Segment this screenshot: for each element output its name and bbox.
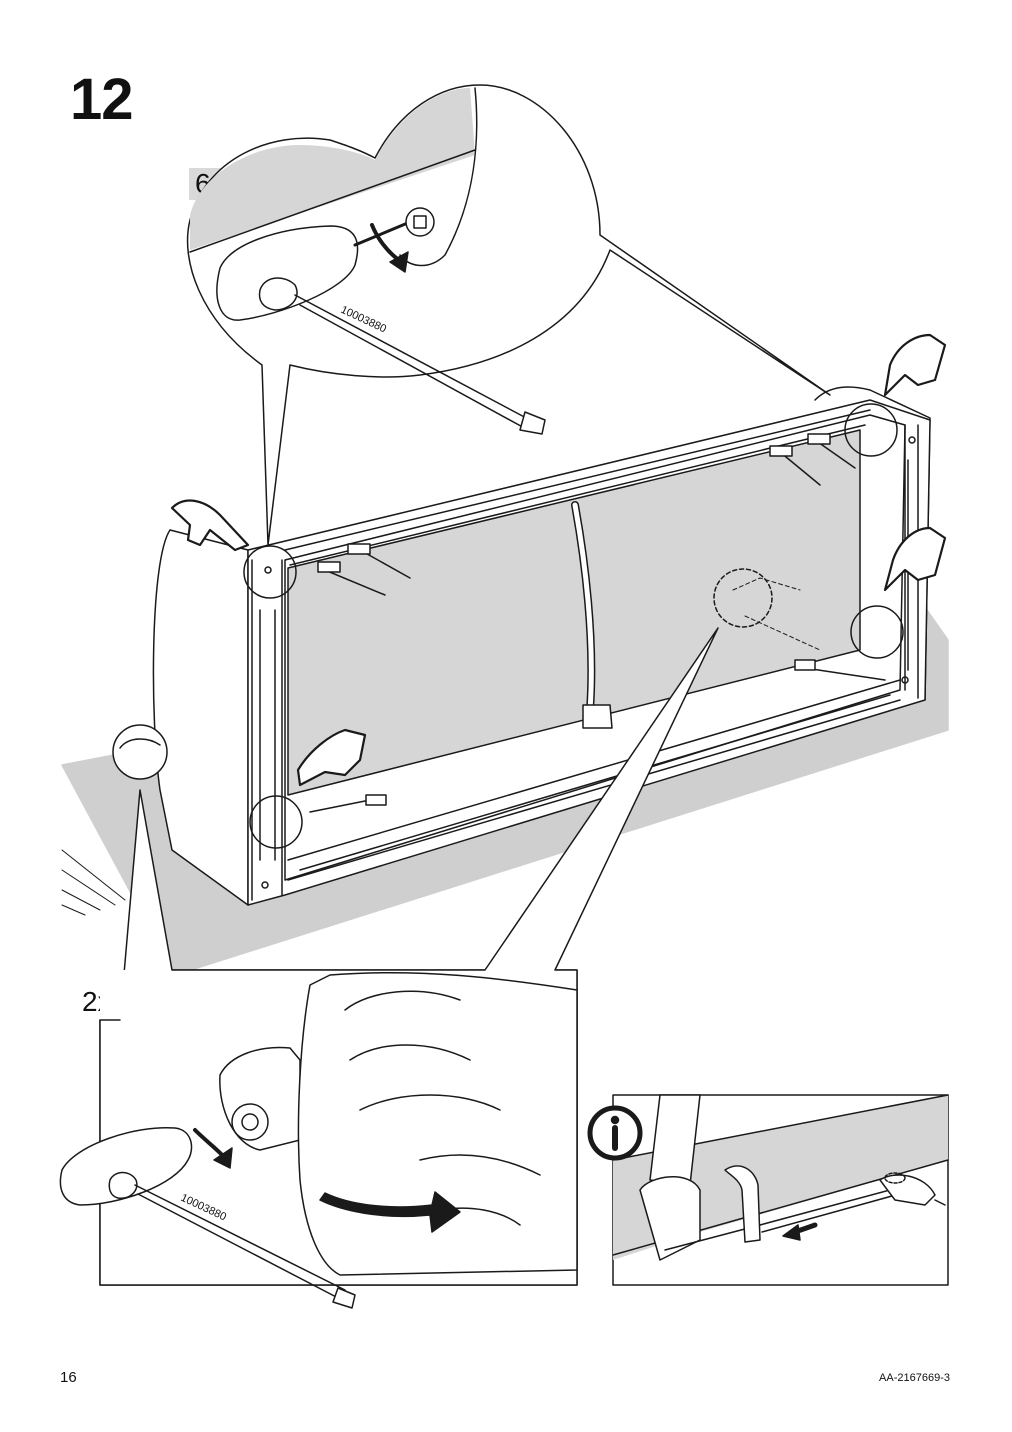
detail-markers — [112, 403, 904, 849]
lower-detail-callout: 10003880 — [59, 627, 719, 1309]
document-code: AA-2167669-3 — [879, 1372, 950, 1384]
pointing-hand-icons — [170, 333, 947, 787]
step-number: 12 — [70, 67, 134, 132]
info-icon — [587, 1105, 643, 1161]
sofa-body — [152, 386, 931, 906]
page-number: 16 — [60, 1369, 77, 1386]
upper-detail-callout: 10003880 — [186, 84, 831, 546]
info-panel — [612, 1094, 949, 1286]
